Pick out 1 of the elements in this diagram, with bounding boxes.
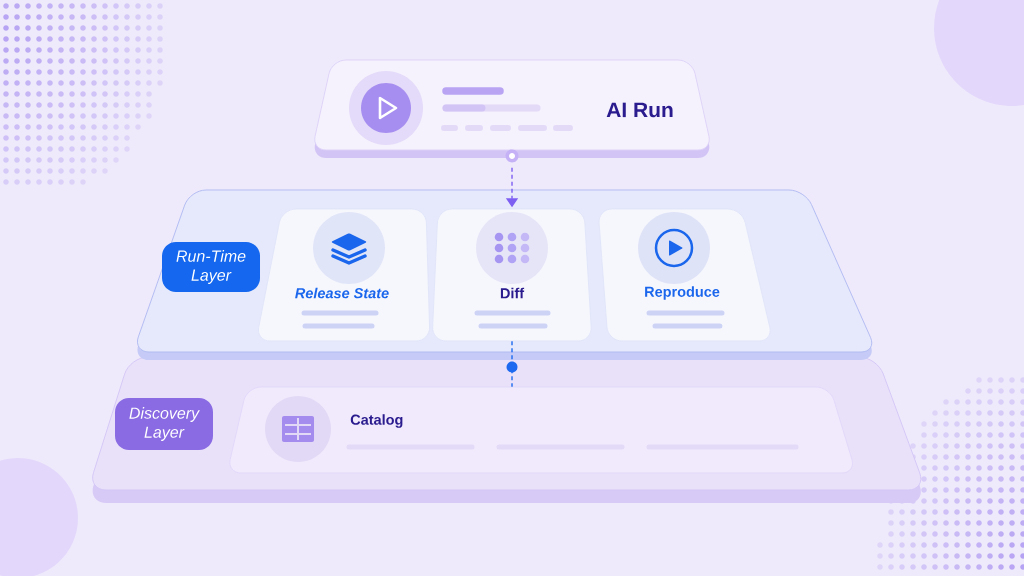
layer-badge: Discovery Layer [115, 398, 213, 450]
